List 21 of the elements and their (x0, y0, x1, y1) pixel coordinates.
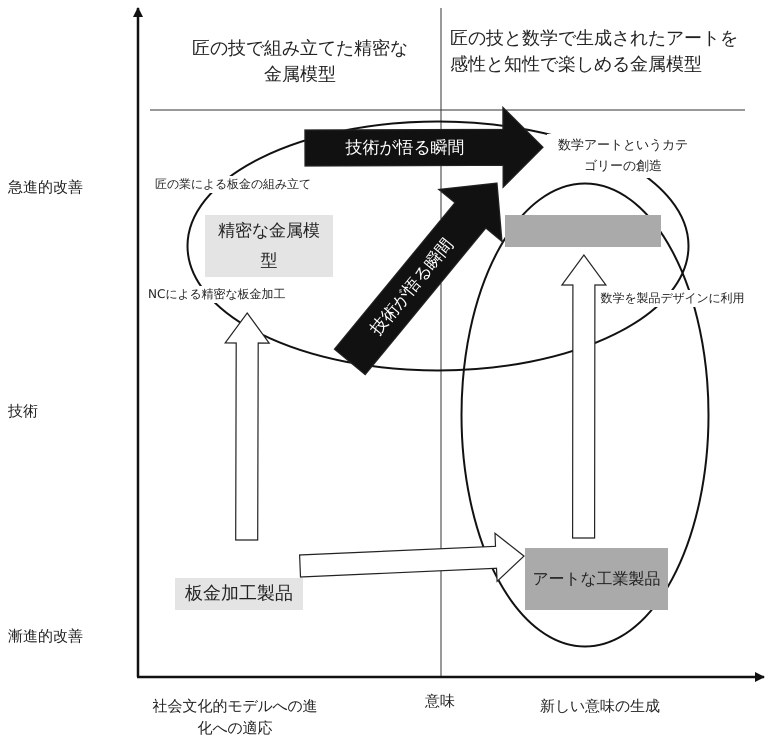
product-box: 精密な金属模型 (205, 215, 333, 277)
axis-label: 社会文化的モデルへの進化への適応 (152, 696, 318, 739)
block-arrow (560, 254, 608, 539)
axis-label: 急進的改善 (8, 177, 84, 198)
product-box: アートな工業製品 (525, 548, 668, 610)
product-box: 板金加工製品 (175, 578, 303, 610)
quadrant-heading: 匠の技と数学で生成されたアートを感性と知性で楽しめる金属模型 (450, 27, 739, 77)
product-box (505, 215, 661, 247)
axis-label: 技術 (8, 401, 39, 422)
annotation-text: 数学を製品デザインに利用 (600, 290, 745, 307)
axis-label: 新しい意味の生成 (539, 696, 661, 717)
edge-label: 技術が悟る瞬間 (345, 136, 464, 159)
edge-label: 技術が悟る瞬間 (365, 234, 458, 340)
block-arrow (224, 312, 270, 541)
axis-label: 漸進的改善 (8, 626, 84, 647)
block-arrow (298, 532, 525, 583)
ellipse-outline (460, 182, 710, 648)
block-arrow (304, 106, 544, 189)
quadrant-heading: 匠の技で組み立てた精密な金属模型 (191, 37, 409, 87)
axis-label: 意味 (424, 691, 456, 712)
block-arrow (334, 182, 503, 376)
